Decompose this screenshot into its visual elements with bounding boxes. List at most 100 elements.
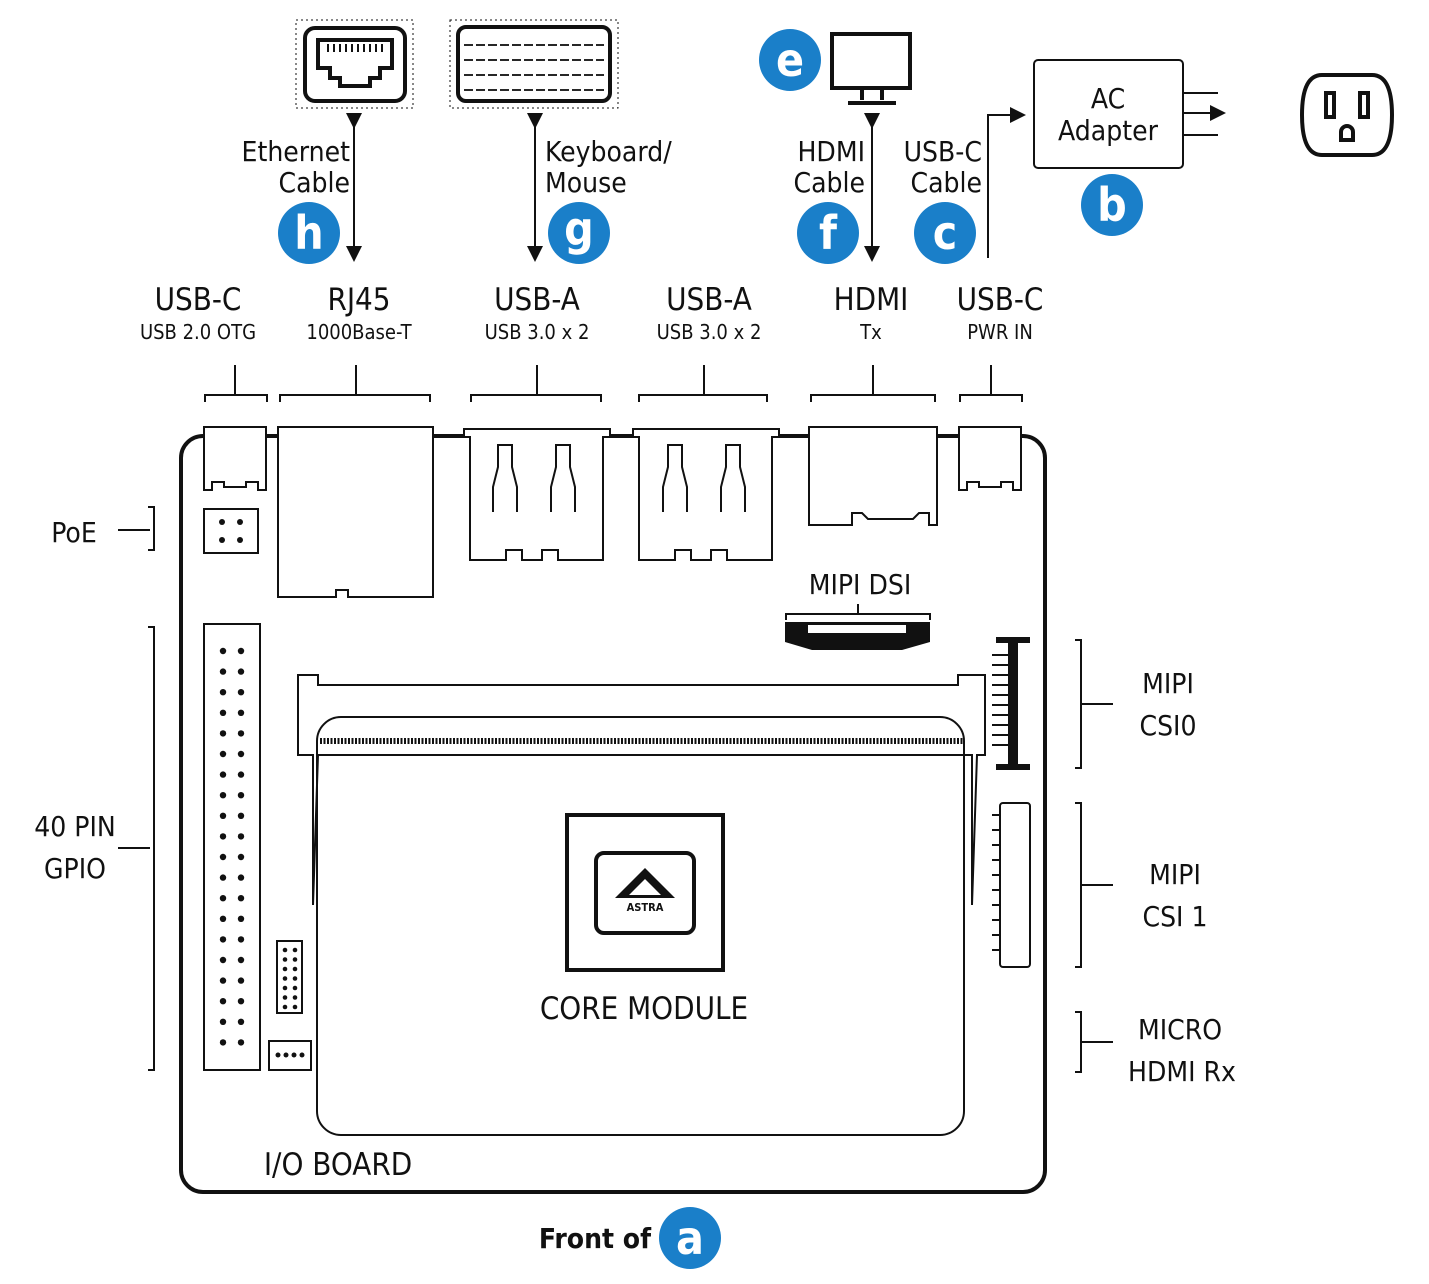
- ac-adapter: AC Adapter: [1033, 59, 1226, 169]
- usbc-cable-label: Cable: [910, 166, 982, 199]
- gpio-pin: [237, 792, 245, 799]
- header-pin: [282, 966, 288, 972]
- port-name: HDMI: [834, 282, 909, 318]
- core-module-label: CORE MODULE: [540, 991, 748, 1027]
- gpio-pin: [219, 668, 227, 675]
- port-subtitle: Tx: [859, 320, 882, 344]
- gpio-pin: [219, 1018, 227, 1025]
- badge-b: b: [1081, 174, 1143, 236]
- svg-text:a: a: [676, 1211, 704, 1265]
- ac-adapter-label: Adapter: [1058, 114, 1159, 147]
- header-pin: [282, 947, 288, 953]
- gpio-pin: [219, 709, 227, 716]
- gpio-pin: [219, 647, 227, 655]
- gpio-pin: [237, 833, 245, 840]
- port-subtitle: USB 3.0 x 2: [485, 320, 590, 344]
- gpio-pin: [237, 771, 245, 778]
- gpio-pin: [219, 895, 227, 902]
- header-pin: [282, 957, 288, 962]
- so-dimm-slot: [297, 674, 986, 906]
- keyboard-icon: [449, 19, 619, 109]
- cable-arrows: [346, 107, 1026, 262]
- mipi-csi1-connector: [999, 802, 1031, 968]
- header-pin: [292, 947, 298, 953]
- svg-text:f: f: [819, 206, 838, 260]
- gpio-pin: [237, 874, 245, 881]
- poe-header: [203, 508, 259, 554]
- gpio-pin: [237, 668, 245, 675]
- core-chip: [565, 813, 725, 972]
- svg-text:h: h: [294, 206, 323, 260]
- port-brackets: [204, 365, 1023, 402]
- keyboard-mouse-label: Mouse: [545, 166, 627, 199]
- mipi-dsi-bracket: [785, 604, 931, 620]
- svg-text:b: b: [1097, 178, 1127, 232]
- badge-g: g: [548, 202, 610, 264]
- gpio-label: GPIO: [44, 852, 106, 885]
- mipi-csi1-label: CSI 1: [1142, 900, 1207, 933]
- gpio-pin: [237, 812, 245, 819]
- small-header: [276, 940, 303, 1014]
- gpio-pin: [237, 853, 245, 861]
- fan-header: [268, 1040, 312, 1071]
- gpio-pin: [219, 977, 227, 984]
- header-pin: [282, 976, 288, 981]
- gpio-pin: [219, 936, 227, 943]
- gpio-pin: [219, 730, 227, 737]
- ethernet-cable-label: Ethernet: [242, 135, 351, 168]
- port-name: USB-C: [957, 282, 1044, 318]
- monitor-icon: [830, 32, 912, 105]
- gpio-pin: [219, 853, 227, 861]
- small-header-pins: [282, 947, 298, 1010]
- ac-adapter-label: AC: [1091, 82, 1125, 115]
- hdmi-cable-label: Cable: [793, 166, 865, 199]
- port-name: RJ45: [327, 282, 390, 318]
- badge-h: h: [278, 202, 340, 264]
- io-board-label: I/O BOARD: [264, 1147, 412, 1183]
- port-name: USB-A: [666, 282, 752, 318]
- ethernet-cable-label: Cable: [278, 166, 350, 199]
- core-module: [316, 716, 965, 1136]
- gpio-pins: [219, 647, 245, 1046]
- board-ports: [203, 426, 1022, 598]
- gpio-header: [203, 623, 261, 1071]
- header-pin: [282, 995, 288, 1000]
- header-pin: [292, 957, 298, 962]
- header-pin: [292, 985, 298, 991]
- astra-logo: [594, 851, 696, 935]
- left-brackets: [118, 506, 155, 1071]
- mipi-csi0-label: MIPI: [1142, 667, 1194, 700]
- logo-text: ASTRA: [627, 901, 664, 914]
- mipi-dsi-label: MIPI DSI: [809, 568, 912, 601]
- gpio-pin: [237, 750, 245, 758]
- gpio-pin: [237, 1039, 245, 1046]
- gpio-pin: [219, 812, 227, 819]
- port-subtitle: USB 2.0 OTG: [140, 320, 256, 344]
- gpio-pin: [237, 915, 245, 922]
- badge-e: e: [759, 29, 821, 91]
- gpio-pin: [237, 895, 245, 902]
- gpio-pin: [219, 792, 227, 799]
- hdmi-cable-label: HDMI: [797, 135, 865, 168]
- gpio-pin: [237, 977, 245, 984]
- gpio-pin: [237, 998, 245, 1005]
- gpio-pin: [219, 689, 227, 696]
- port-labels: USB-C USB 2.0 OTG RJ45 1000Base-T USB-A …: [140, 282, 1043, 344]
- gpio-label: 40 PIN: [34, 810, 116, 843]
- micro-hdmi-label: MICRO: [1138, 1013, 1222, 1046]
- svg-text:c: c: [933, 206, 958, 260]
- gpio-pin: [237, 936, 245, 943]
- gpio-pin: [237, 647, 245, 655]
- fan-header-pins: [275, 1052, 305, 1058]
- badge-c: c: [914, 202, 976, 264]
- header-pin: [292, 966, 298, 972]
- gpio-pin: [237, 709, 245, 716]
- front-of-label: Front of: [539, 1222, 652, 1255]
- port-subtitle: PWR IN: [967, 320, 1033, 344]
- gpio-pin: [219, 833, 227, 840]
- port-subtitle: USB 3.0 x 2: [657, 320, 762, 344]
- badge-f: f: [797, 202, 859, 264]
- gpio-pin: [219, 874, 227, 881]
- mipi-csi0-connector: [996, 637, 1030, 770]
- gpio-pin: [219, 998, 227, 1005]
